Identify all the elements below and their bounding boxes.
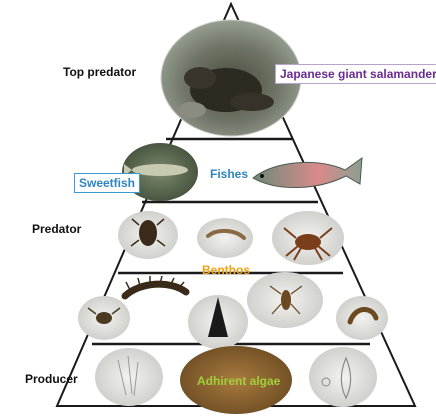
- benthos-photo-4: [78, 296, 130, 340]
- benthos-photo-7: [247, 272, 323, 328]
- diatom-photo-1: [95, 348, 163, 406]
- benthos-photo-8: [336, 296, 388, 340]
- fishes-label: Fishes: [210, 167, 248, 181]
- diatom-photo-2: [309, 347, 377, 407]
- level-label-top-predator: Top predator: [63, 65, 136, 79]
- level-label-predator: Predator: [32, 222, 81, 236]
- sweetfish-label: Sweetfish: [74, 173, 140, 193]
- benthos-photo-2: [197, 218, 253, 258]
- benthos-photo-3: [272, 211, 344, 265]
- algae-label: Adhirent algae: [197, 374, 280, 388]
- salamander-label: Japanese giant salamander: [275, 64, 436, 84]
- level-label-producer: Producer: [25, 372, 78, 386]
- benthos-photo-1: [118, 211, 178, 259]
- benthos-photo-6: [188, 295, 248, 349]
- benthos-label: Benthos: [202, 263, 250, 277]
